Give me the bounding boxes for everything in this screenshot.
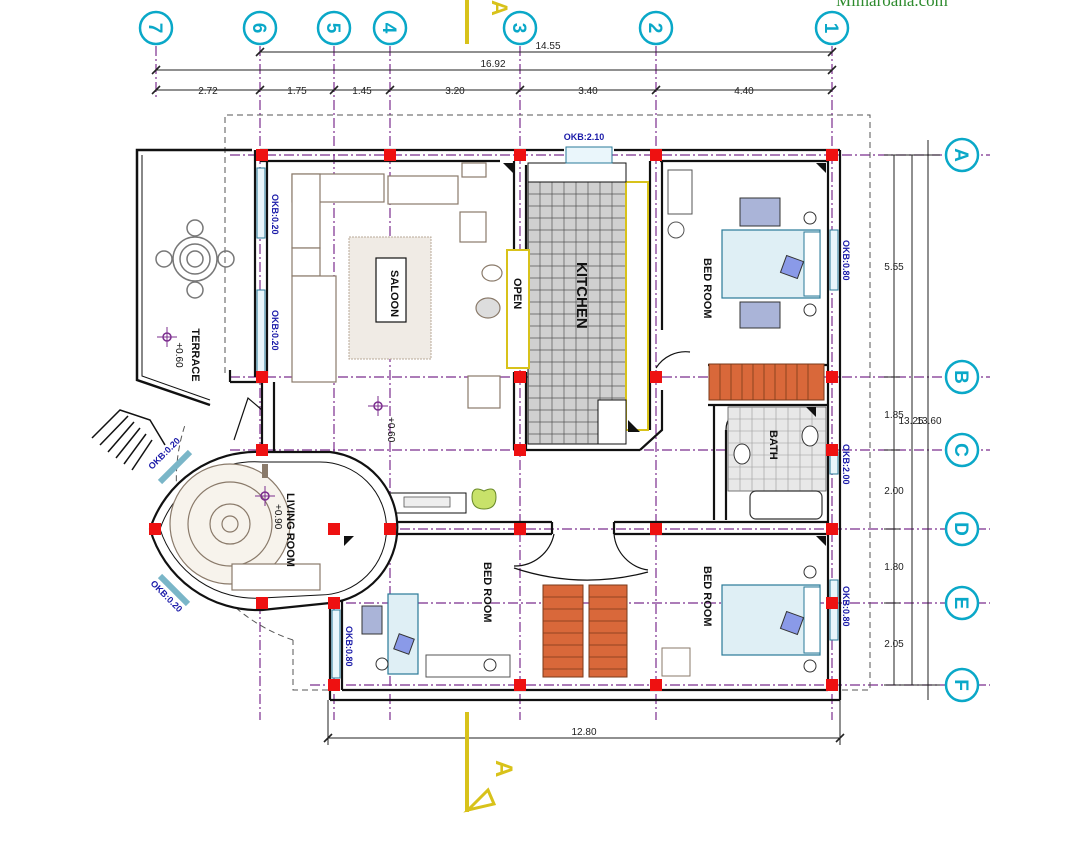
- grid-label-B: B: [950, 370, 971, 384]
- grid-label-2: 2: [644, 23, 665, 34]
- label-bath: BATH: [767, 430, 779, 460]
- level-terrace: +0.60: [173, 342, 184, 368]
- level-hall: +0.60: [385, 417, 396, 443]
- right-dimensions: [884, 140, 940, 700]
- level-hall-marker: [368, 396, 388, 416]
- dim-top-seg-5: 3.40: [578, 86, 598, 97]
- grid-bubble-F: F: [944, 667, 980, 703]
- level-terrace-marker: [157, 327, 177, 347]
- grid-label-D: D: [950, 522, 971, 536]
- corner-markers: [344, 163, 826, 546]
- grid-bubble-2: 2: [638, 10, 674, 46]
- grid-bubble-C: C: [944, 432, 980, 468]
- section-label-top: A: [487, 0, 512, 16]
- saloon-rug: [348, 236, 432, 360]
- label-open: OPEN: [511, 278, 523, 309]
- label-kitchen: KITCHEN: [573, 262, 590, 329]
- window-label-bed-se: OKB:0.80: [841, 586, 851, 627]
- grid-bubble-E: E: [944, 585, 980, 621]
- dim-top-overall-a: 14.55: [535, 41, 560, 52]
- living-room: [148, 450, 399, 612]
- bath-fixtures: [727, 406, 827, 520]
- dim-right-seg-1: 5.55: [884, 262, 904, 273]
- dim-top-overall-b: 16.92: [480, 59, 505, 70]
- window-label-saloon-left-top: OKB:0.20: [270, 194, 280, 235]
- bottom-dimension: [323, 700, 845, 745]
- grid-bubble-4: 4: [372, 10, 408, 46]
- dim-bottom-overall: 12.80: [571, 727, 596, 738]
- tv-console: [389, 492, 467, 514]
- dim-top-seg-1: 2.72: [198, 86, 218, 97]
- label-terrace: TERRACE: [189, 328, 201, 381]
- grid-label-7: 7: [144, 23, 165, 34]
- grid-bubble-D: D: [944, 511, 980, 547]
- grid-label-4: 4: [378, 23, 399, 34]
- window-label-bed-s: OKB:0.80: [344, 626, 354, 667]
- label-bedroom-s: BED ROOM: [481, 562, 493, 623]
- grid-bubble-A: A: [944, 137, 980, 173]
- dim-right-seg-4: 1.80: [884, 562, 904, 573]
- level-living: +0.90: [272, 504, 283, 530]
- section-marker-top: A: [465, 0, 512, 44]
- label-bedroom-ne: BED ROOM: [701, 258, 713, 319]
- terrace: [91, 148, 252, 471]
- terrace-dining-table: [155, 219, 235, 299]
- doors: [233, 351, 745, 581]
- grid-label-6: 6: [248, 23, 269, 34]
- windows: [157, 146, 839, 679]
- watermark-text: Mimaroana.com: [836, 0, 948, 10]
- grid-bubbles-top: 7 6 5 4 3 2 1: [138, 10, 850, 46]
- grid-bubble-6: 6: [242, 10, 278, 46]
- section-marker-bottom: A: [463, 712, 517, 813]
- grid-label-E: E: [950, 597, 971, 610]
- saloon-furniture: [291, 162, 487, 383]
- grid-label-3: 3: [508, 23, 529, 34]
- window-label-saloon-left-bottom: OKB:0.20: [270, 310, 280, 351]
- grid-label-5: 5: [322, 23, 343, 34]
- dim-top-seg-6: 4.40: [734, 86, 754, 97]
- wardrobe-ne: [708, 363, 825, 401]
- open-counter: [506, 249, 530, 369]
- columns: [149, 149, 838, 691]
- dim-top-seg-3: 1.45: [352, 86, 372, 97]
- top-dimensions: [151, 47, 837, 95]
- bedroom-s-furniture: [361, 593, 511, 678]
- grid-bubble-B: B: [944, 359, 980, 395]
- dim-right-seg-3: 2.00: [884, 486, 904, 497]
- window-label-bed-ne: OKB:0.80: [841, 240, 851, 281]
- grid-label-F: F: [950, 679, 971, 691]
- grid-bubble-3: 3: [502, 10, 538, 46]
- bedroom-ne-furniture: [667, 169, 821, 329]
- dim-right-overall-a: 13.25: [898, 416, 923, 427]
- bedroom-se-furniture: [661, 565, 821, 677]
- window-label-bath: OKB:2.00: [841, 444, 851, 485]
- grid-label-C: C: [950, 443, 971, 457]
- dim-right-seg-5: 2.05: [884, 639, 904, 650]
- grid-label-1: 1: [820, 23, 841, 34]
- dim-top-seg-4: 3.20: [445, 86, 465, 97]
- label-bedroom-se: BED ROOM: [701, 566, 713, 627]
- grid-bubble-7: 7: [138, 10, 174, 46]
- section-label-bottom: A: [490, 760, 517, 777]
- saloon-side-chair: [467, 264, 503, 409]
- level-living-marker: [255, 486, 275, 506]
- grid-label-A: A: [950, 148, 971, 162]
- terrace-stairs: [91, 409, 166, 471]
- window-label-kitchen-top: OKB:2.10: [564, 132, 605, 142]
- grid-bubble-1: 1: [814, 10, 850, 46]
- dim-right-seg-2: 1.85: [884, 410, 904, 421]
- stairs-hall: [542, 584, 628, 678]
- dim-top-seg-2: 1.75: [287, 86, 307, 97]
- label-living: LIVING ROOM: [284, 493, 296, 567]
- label-saloon: SALOON: [388, 270, 400, 317]
- dim-right-overall-b: 13.60: [916, 416, 941, 427]
- grid-bubble-5: 5: [316, 10, 352, 46]
- grid-bubbles-right: A B C D E F: [944, 137, 980, 703]
